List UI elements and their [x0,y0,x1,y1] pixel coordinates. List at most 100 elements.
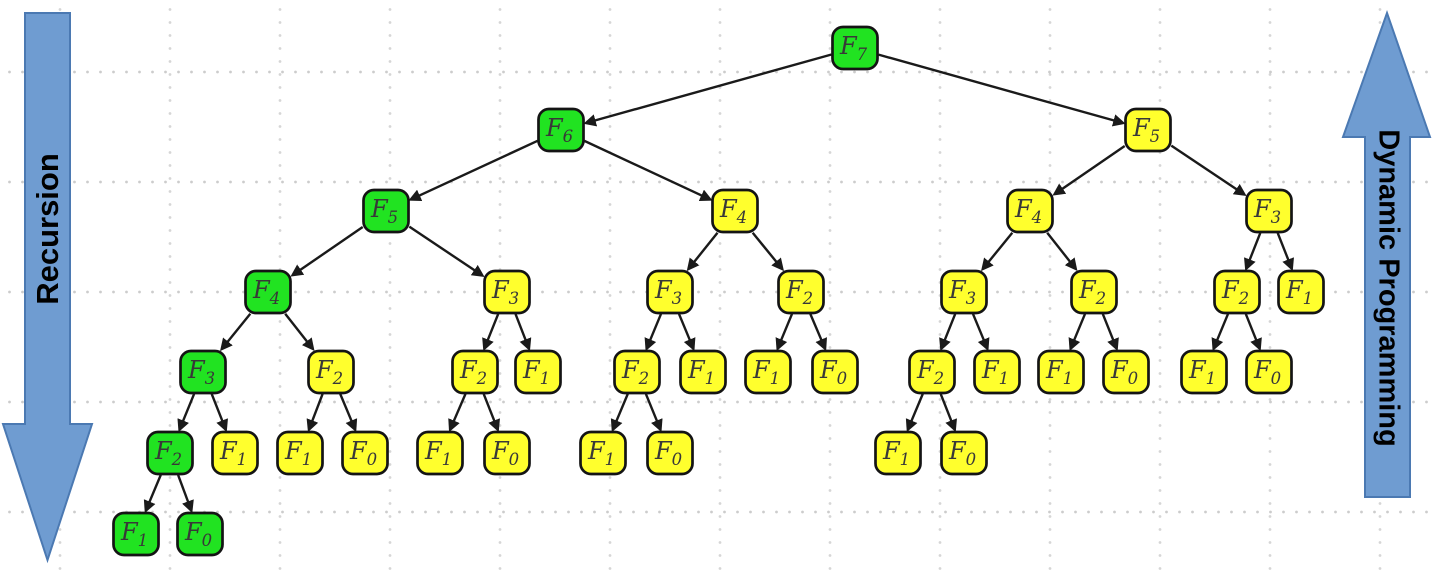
tree-edges [143,53,1294,514]
svg-text:F0: F0 [1110,356,1138,388]
svg-text:F2: F2 [459,356,487,388]
call-edge-F2-to-F1 [143,474,162,514]
svg-text:F2: F2 [621,356,649,388]
call-edge-F2-to-F1 [775,313,794,352]
svg-text:F2: F2 [154,437,182,469]
svg-text:F1: F1 [1285,276,1313,308]
call-edge-F3-to-F1 [971,313,990,352]
svg-text:F6: F6 [545,114,573,146]
call-edge-F6-to-F5 [408,139,539,202]
svg-text:F1: F1 [882,437,910,469]
call-edge-F2-to-F0 [1101,313,1119,352]
svg-text:F1: F1 [981,356,1009,388]
tree-node-F7-green: F7 [831,25,879,71]
tree-node-F0-yellow: F0 [811,349,859,395]
svg-text:F5: F5 [370,195,398,227]
svg-text:F1: F1 [1188,356,1216,388]
svg-text:F1: F1 [120,518,148,550]
tree-node-F4-yellow: F4 [711,188,759,234]
tree-node-F0-green: F0 [176,511,224,557]
tree-node-F1-yellow: F1 [744,349,792,395]
svg-text:F4: F4 [252,276,280,308]
tree-node-F0-yellow: F0 [940,430,988,476]
svg-text:F0: F0 [654,437,682,469]
call-edge-F3-to-F1 [1276,232,1294,272]
svg-text:F0: F0 [349,437,377,469]
svg-text:F0: F0 [491,437,519,469]
svg-text:F1: F1 [284,437,312,469]
tree-node-F1-yellow: F1 [416,430,464,476]
tree-node-F4-yellow: F4 [1006,188,1054,234]
tree-node-F3-yellow: F3 [940,269,988,315]
tree-node-F3-yellow: F3 [646,269,694,315]
tree-node-F5-yellow: F5 [1124,107,1172,153]
call-edge-F2-to-F0 [809,313,827,352]
tree-node-F1-yellow: F1 [1037,349,1085,395]
tree-node-F5-green: F5 [362,188,410,234]
call-edge-F2-to-F1 [306,393,324,433]
dynamic-programming-up-arrow-shape [1341,9,1432,498]
svg-text:F4: F4 [1014,195,1042,227]
tree-node-F4-green: F4 [244,269,292,315]
svg-text:F1: F1 [522,356,550,388]
call-edge-F5-to-F4 [1052,145,1126,196]
call-edge-F2-to-F1 [905,393,924,433]
call-edge-F3-to-F2 [482,313,500,352]
call-edge-F4-to-F2 [284,313,315,352]
call-edge-F2-to-F0 [939,393,957,433]
svg-text:F0: F0 [819,356,847,388]
call-edge-F5-to-F4 [290,226,364,277]
tree-node-F0-yellow: F0 [483,430,531,476]
svg-text:F1: F1 [687,356,715,388]
call-edge-F5-to-F3 [408,225,485,278]
tree-node-F2-yellow: F2 [1070,269,1118,315]
recursion-down-arrow-shape [1,12,94,564]
svg-text:F1: F1 [1045,356,1073,388]
call-edge-F2-to-F0 [644,393,663,433]
tree-node-F2-green: F2 [146,430,194,476]
tree-node-F2-yellow: F2 [1213,269,1261,315]
tree-node-F2-yellow: F2 [777,269,825,315]
tree-node-F2-yellow: F2 [451,349,499,395]
tree-node-F1-yellow: F1 [276,430,324,476]
call-edge-F2-to-F0 [176,474,194,514]
tree-node-F1-yellow: F1 [211,430,259,476]
tree-node-F0-yellow: F0 [1102,349,1150,395]
call-edge-F3-to-F1 [514,313,532,352]
svg-text:F7: F7 [839,32,868,64]
svg-text:F3: F3 [654,276,682,308]
tree-node-F1-yellow: F1 [679,349,727,395]
call-edge-F3-to-F2 [644,313,663,352]
svg-text:F3: F3 [491,276,519,308]
tree-node-F1-yellow: F1 [514,349,562,395]
svg-text:F1: F1 [424,437,452,469]
tree-node-F2-yellow: F2 [908,349,956,395]
svg-text:F4: F4 [719,195,747,227]
svg-text:F3: F3 [948,276,976,308]
tree-node-F1-yellow: F1 [973,349,1021,395]
svg-text:F0: F0 [184,518,212,550]
tree-node-F6-green: F6 [537,107,585,153]
svg-text:F1: F1 [219,437,247,469]
call-edge-F6-to-F4 [583,139,713,202]
call-edge-F5-to-F3 [1170,144,1247,197]
svg-text:F1: F1 [752,356,780,388]
call-edge-F4-to-F3 [220,313,252,352]
call-edge-F4-to-F3 [686,232,719,272]
call-edge-F2-to-F1 [1068,313,1087,352]
call-edge-F3-to-F2 [939,313,957,352]
tree-node-F0-yellow: F0 [646,430,694,476]
call-edge-F7-to-F6 [583,53,832,127]
svg-text:F1: F1 [587,437,615,469]
tree-node-F1-green: F1 [112,511,160,557]
tree-node-F3-yellow: F3 [483,269,531,315]
tree-node-F1-yellow: F1 [1277,269,1325,315]
call-edge-F2-to-F0 [1244,313,1262,352]
call-edge-F3-to-F1 [210,393,228,433]
call-edge-F2-to-F0 [482,393,500,433]
call-edge-F2-to-F1 [610,393,629,433]
call-edge-F3-to-F1 [677,313,696,352]
tree-node-F2-yellow: F2 [613,349,661,395]
call-edge-F2-to-F1 [448,393,467,433]
